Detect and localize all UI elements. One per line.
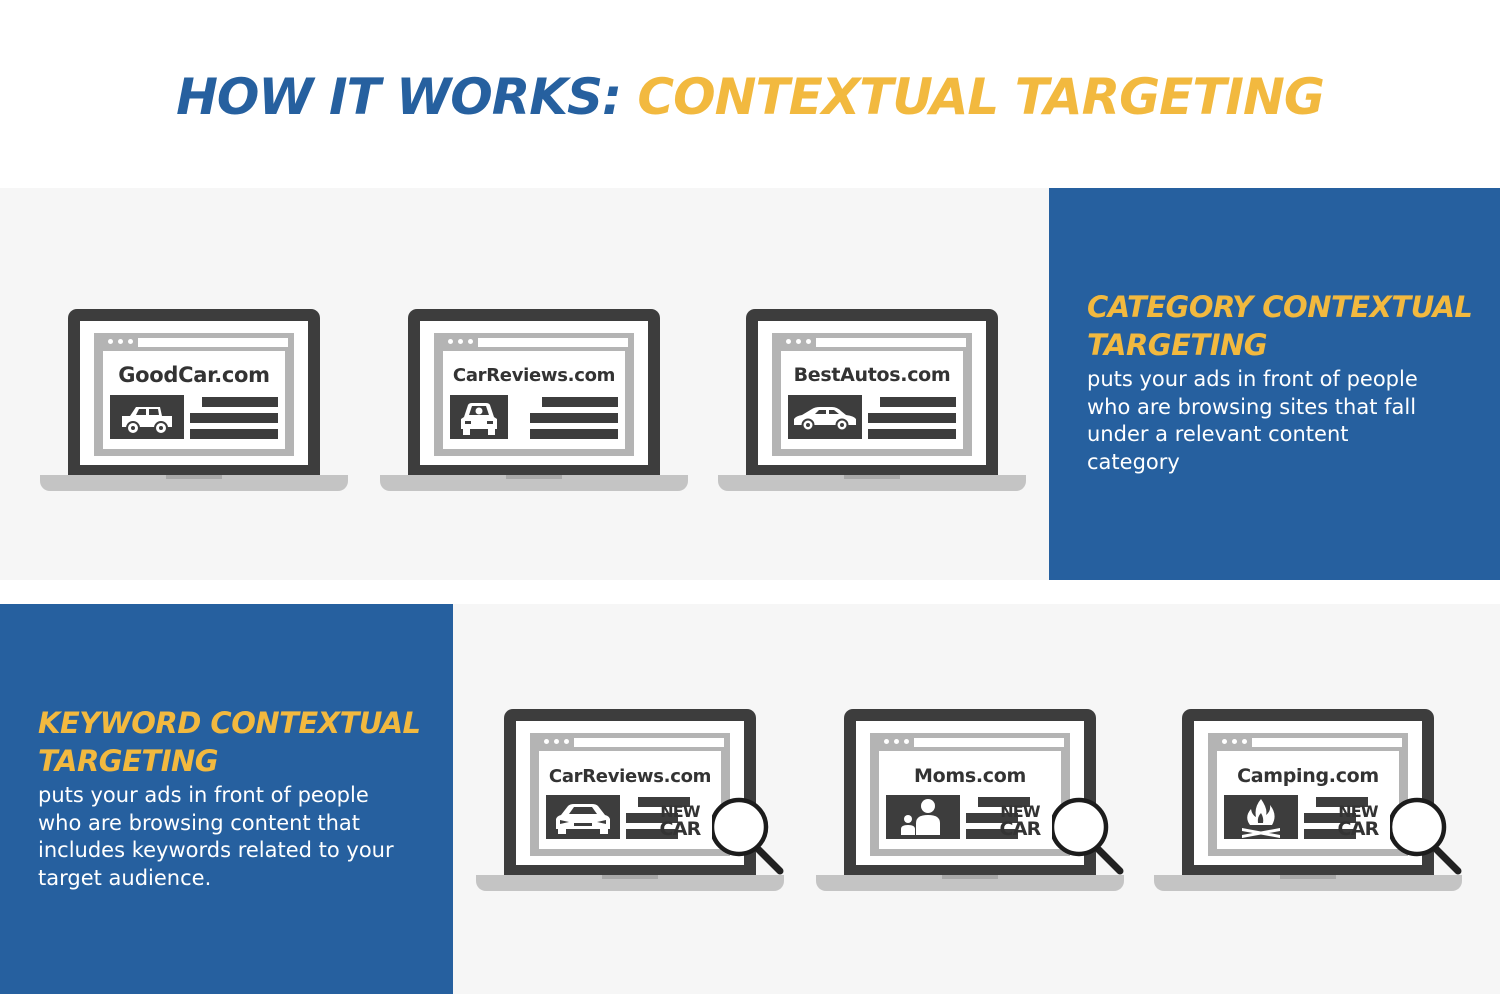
magnifying-glass-icon xyxy=(1390,797,1462,875)
browser-dots xyxy=(1218,737,1250,747)
site-name-bestautos: BestAutos.com xyxy=(793,364,951,386)
keyword-new: NEW xyxy=(1000,802,1040,821)
content-text-line xyxy=(202,397,278,407)
magnifying-glass-icon xyxy=(1052,797,1124,875)
keyword-description-line-4: target audience. xyxy=(38,865,212,890)
category-heading-line-2: TARGETING xyxy=(1087,328,1268,362)
keyword-panel: KEYWORD CONTEXTUAL TARGETING puts your a… xyxy=(0,604,453,994)
laptop-base xyxy=(718,475,1026,491)
keyword-car: CAR xyxy=(659,818,702,840)
laptop-notch xyxy=(844,475,900,479)
content-text-line xyxy=(868,429,956,439)
laptop-notch xyxy=(506,475,562,479)
content-text-line xyxy=(626,813,678,823)
content-text-line xyxy=(530,429,618,439)
title-part-how-it-works: HOW IT WORKS: xyxy=(176,68,638,126)
content-text-line xyxy=(530,413,618,423)
site-name-carreviews: CarReviews.com xyxy=(452,365,616,386)
content-text-line xyxy=(190,429,278,439)
content-text-line xyxy=(978,797,1030,807)
browser-dots xyxy=(104,337,136,347)
laptop-camping: Camping.com NEW CAR xyxy=(1154,709,1462,893)
laptop-carreviews: CarReviews.com xyxy=(380,309,688,493)
sports-car-icon xyxy=(546,795,620,839)
content-text-line xyxy=(626,829,678,839)
category-description-line-1: puts your ads in front of people xyxy=(1087,367,1418,391)
jeep-icon xyxy=(110,395,184,439)
laptop-base xyxy=(816,875,1124,891)
site-name-moms: Moms.com xyxy=(914,765,1026,787)
car-front-icon xyxy=(450,395,508,439)
laptop-goodcar: GoodCar.com xyxy=(40,309,348,493)
keyword-description-line-1: puts your ads in front of people xyxy=(38,783,369,807)
sedan-icon xyxy=(788,395,862,439)
content-text-line xyxy=(638,797,690,807)
laptop-moms: Moms.com NEW CAR xyxy=(816,709,1124,893)
keyword-heading: KEYWORD CONTEXTUAL TARGETING xyxy=(38,704,421,780)
category-description-line-4: category xyxy=(1087,449,1180,474)
content-text-line xyxy=(1316,797,1368,807)
laptop-base xyxy=(380,475,688,491)
content-text-line xyxy=(868,413,956,423)
keyword-new-car: NEW CAR xyxy=(651,804,709,839)
content-text-line xyxy=(542,397,618,407)
browser-dots xyxy=(782,337,814,347)
content-text-line xyxy=(966,813,1018,823)
content-text-line xyxy=(880,397,956,407)
category-description: puts your ads in front of people who are… xyxy=(1087,366,1418,476)
laptop-carreviews-keyword: CarReviews.com NEW CAR xyxy=(476,709,784,893)
category-description-line-3: under a relevant content xyxy=(1087,422,1349,446)
content-text-line xyxy=(966,829,1018,839)
magnifying-glass-icon xyxy=(712,797,784,875)
keyword-description: puts your ads in front of people who are… xyxy=(38,782,394,892)
content-text-line xyxy=(1304,813,1356,823)
keyword-heading-line-2: TARGETING xyxy=(38,744,219,778)
laptop-base xyxy=(40,475,348,491)
keyword-car: CAR xyxy=(1337,818,1380,840)
site-name-carreviews: CarReviews.com xyxy=(548,766,712,787)
category-panel: CATEGORY CONTEXTUAL TARGETING puts your … xyxy=(1049,188,1500,580)
browser-address-bar xyxy=(816,338,966,347)
browser-dots xyxy=(540,737,572,747)
laptop-notch xyxy=(602,875,658,879)
title-part-contextual-targeting: CONTEXTUAL TARGETING xyxy=(637,68,1324,126)
laptop-notch xyxy=(1280,875,1336,879)
browser-address-bar xyxy=(1252,738,1402,747)
laptop-base xyxy=(476,875,784,891)
browser-address-bar xyxy=(574,738,724,747)
laptop-notch xyxy=(942,875,998,879)
content-text-line xyxy=(190,413,278,423)
browser-address-bar xyxy=(138,338,288,347)
keyword-new: NEW xyxy=(1338,802,1378,821)
keyword-heading-line-1: KEYWORD CONTEXTUAL xyxy=(38,706,421,740)
keyword-new-car: NEW CAR xyxy=(1329,804,1387,839)
category-heading: CATEGORY CONTEXTUAL TARGETING xyxy=(1087,288,1473,364)
laptop-notch xyxy=(166,475,222,479)
category-description-line-2: who are browsing sites that fall xyxy=(1087,394,1417,419)
keyword-new: NEW xyxy=(660,802,700,821)
keyword-car: CAR xyxy=(999,818,1042,840)
campfire-icon xyxy=(1224,795,1298,839)
keyword-new-car: NEW CAR xyxy=(991,804,1049,839)
site-name-camping: Camping.com xyxy=(1237,765,1379,787)
browser-address-bar xyxy=(478,338,628,347)
browser-address-bar xyxy=(914,738,1064,747)
keyword-description-line-3: includes keywords related to your xyxy=(38,838,394,862)
content-text-line xyxy=(1304,829,1356,839)
family-icon xyxy=(886,795,960,839)
keyword-description-line-2: who are browsing content that xyxy=(38,810,360,835)
laptop-bestautos: BestAutos.com xyxy=(718,309,1026,493)
category-heading-line-1: CATEGORY CONTEXTUAL xyxy=(1087,290,1473,324)
browser-dots xyxy=(444,337,476,347)
browser-dots xyxy=(880,737,912,747)
page-title: HOW IT WORKS: CONTEXTUAL TARGETING xyxy=(0,62,1500,132)
laptop-base xyxy=(1154,875,1462,891)
site-name-goodcar: GoodCar.com xyxy=(118,363,270,387)
